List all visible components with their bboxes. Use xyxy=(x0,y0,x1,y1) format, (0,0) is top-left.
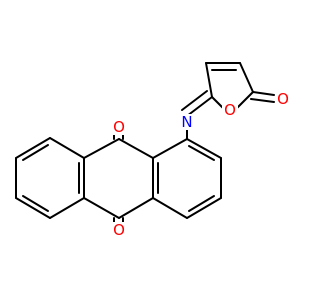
bond xyxy=(252,91,275,96)
atom-label-layer: O O N O O xyxy=(111,90,291,239)
molecule-structure: O O N O O xyxy=(15,62,291,239)
bond xyxy=(188,195,215,212)
bond xyxy=(250,98,275,103)
bond xyxy=(152,197,188,219)
bond xyxy=(205,62,213,98)
bond xyxy=(186,197,222,219)
bond xyxy=(49,197,85,219)
bond-layer xyxy=(15,62,275,227)
atom-label-oxygen: O xyxy=(277,90,289,108)
bond xyxy=(235,91,254,110)
nitrogen-atom: N xyxy=(179,113,195,131)
bond xyxy=(15,137,51,159)
atom-label-oxygen: O xyxy=(113,118,125,136)
oxygen-atom-carbonyl: O xyxy=(275,90,291,108)
bond xyxy=(239,62,254,93)
bond xyxy=(15,197,51,219)
bond xyxy=(188,145,215,161)
oxygen-atom-ring: O xyxy=(222,101,238,119)
bond xyxy=(83,197,120,219)
bond xyxy=(83,138,120,159)
bond xyxy=(49,137,85,159)
atom-label-oxygen: O xyxy=(224,101,236,119)
bond xyxy=(22,195,49,212)
bond xyxy=(186,138,222,159)
atom-label-oxygen: O xyxy=(113,221,125,239)
atom-label-nitrogen: N xyxy=(181,113,192,131)
bond xyxy=(118,197,154,219)
oxygen-atom-bottom: O xyxy=(111,221,127,239)
bond xyxy=(181,90,208,111)
bond xyxy=(118,138,154,159)
bond xyxy=(186,96,213,117)
bond xyxy=(152,138,188,159)
oxygen-atom-top: O xyxy=(111,118,127,136)
bond xyxy=(22,144,49,161)
